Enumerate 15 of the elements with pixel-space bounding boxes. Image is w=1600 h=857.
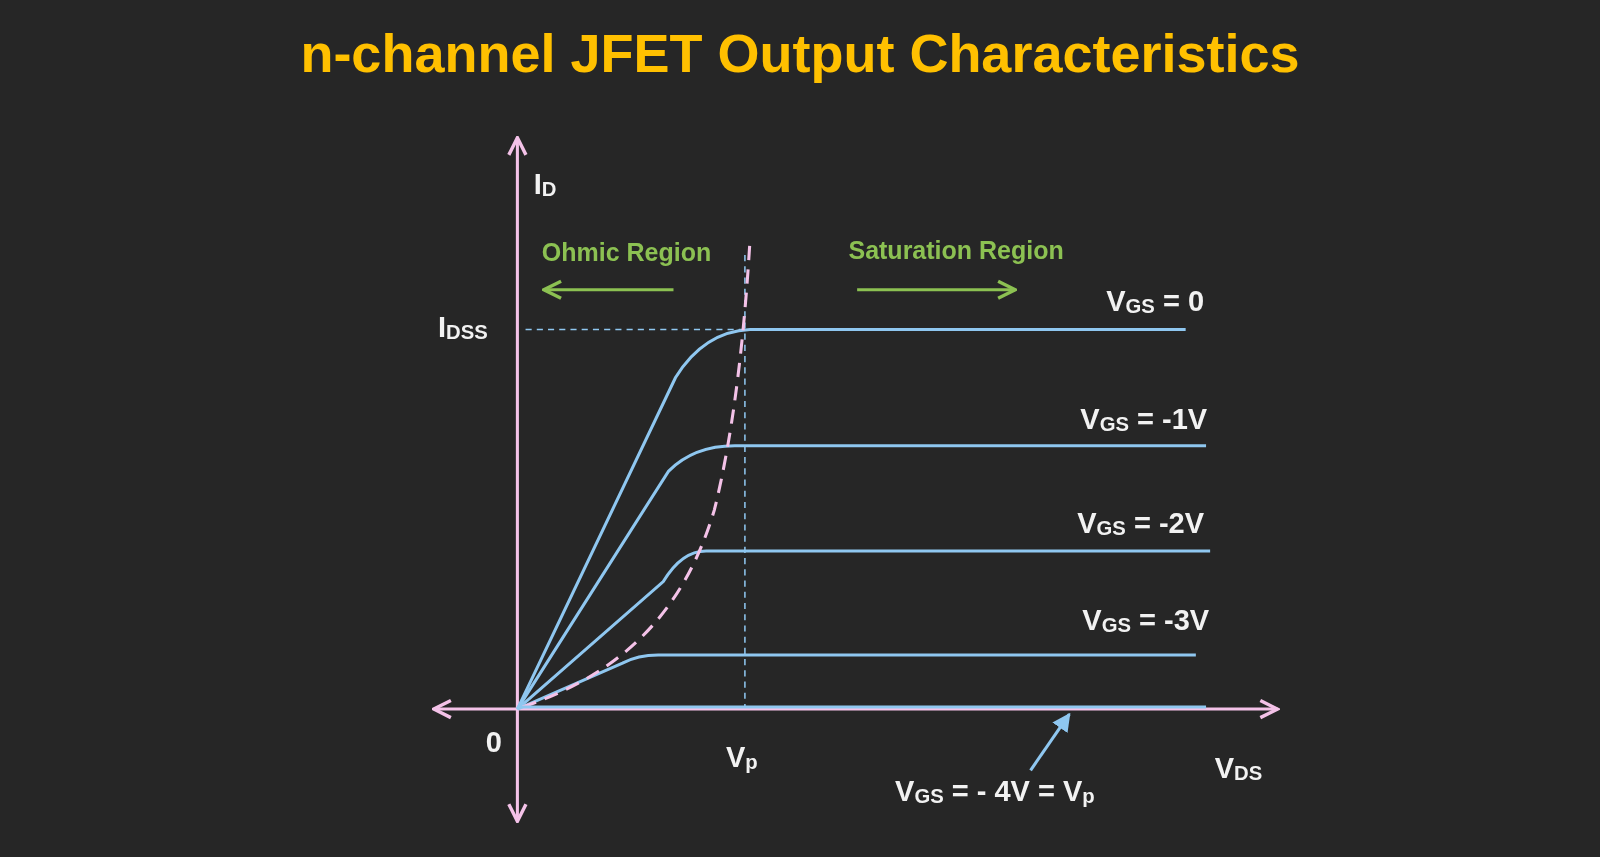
origin-label: 0 [485, 726, 502, 759]
characteristic-curve [517, 705, 1207, 709]
curve-label: V$_{GS}$ = 0 [1106, 285, 1205, 318]
axis-label: I$_{D}$ [533, 169, 557, 202]
curve-label: V$_{GS}$ = - 4V = V$_{p}$ [895, 775, 1095, 808]
curve-label: V$_{GS}$ = -1V [1080, 404, 1208, 436]
leader-arrow [1029, 712, 1071, 772]
region-label: Saturation Region [848, 236, 1064, 265]
axis-label: V$_{DS}$ [1214, 753, 1263, 785]
region-label: Ohmic Region [541, 238, 712, 267]
axis-label: I$_{DSS}$ [438, 312, 488, 345]
curve-label: V$_{GS}$ = -3V [1082, 605, 1210, 637]
curve-label: V$_{GS}$ = -2V [1077, 508, 1205, 541]
axis-label: V$_{p}$ [725, 741, 758, 774]
title: n-channel JFET Output Characteristics [299, 22, 1301, 84]
